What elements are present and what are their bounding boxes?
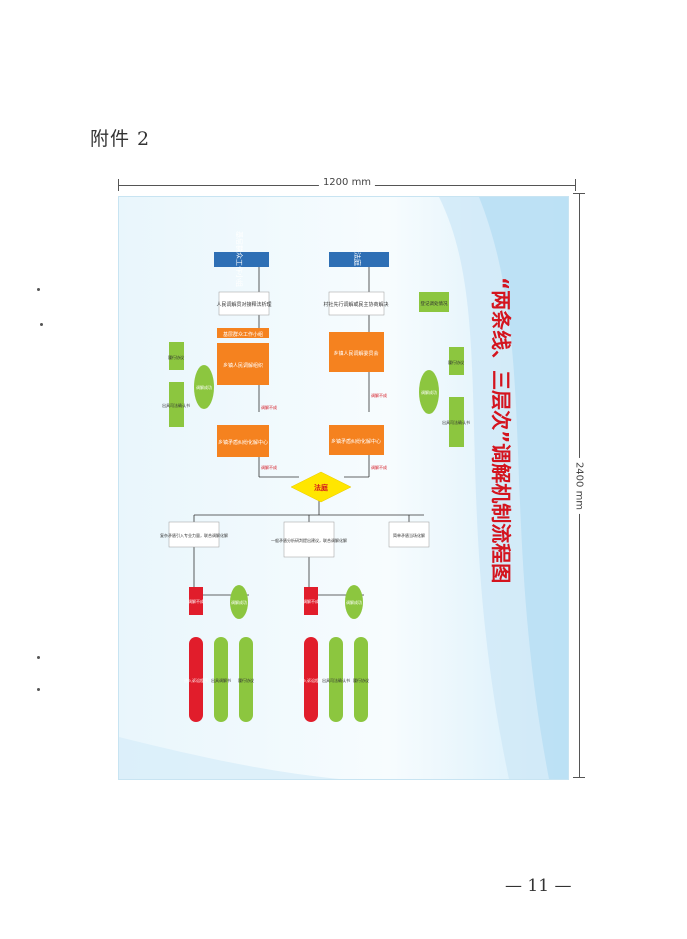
right-success-oval — [194, 365, 214, 409]
flowchart: 基层群众工作小组 法庭 人民调解员对接释法析理 村社先行调解或民主协商解决 登记… — [160, 231, 513, 722]
right-step2-box — [217, 328, 269, 338]
right-success-label: 调解成功 — [196, 384, 212, 390]
right-final-fail — [304, 587, 318, 615]
right-step4-box — [217, 425, 269, 457]
left-success-1 — [449, 347, 464, 375]
simple-outcome-box — [388, 521, 430, 548]
right-final-item-perform-label: 履行协议 — [353, 677, 369, 683]
left-final-item-court-label: 进入诉讼程序 — [184, 677, 208, 683]
right-final-fail-label: 调解不成 — [303, 598, 319, 604]
height-label: 2400 mm — [573, 457, 585, 514]
background-waves — [119, 197, 568, 779]
right-success-2-label: 出具司法确认书 — [162, 402, 190, 408]
right-success-2 — [169, 382, 184, 427]
right-final-success-label: 调解成功 — [346, 599, 362, 605]
left-entry-label: 基层群众工作小组 — [235, 231, 244, 287]
left-fail-label-1: 调解不成 — [371, 392, 387, 398]
right-final-item-court — [304, 637, 318, 722]
court-diamond — [290, 471, 352, 503]
left-side-note-box — [419, 292, 449, 312]
height-dimension: 2400 mm — [572, 193, 586, 778]
poster-title: “两条线、三层次”调解机制流程图 — [489, 277, 513, 583]
right-success-1-label: 履行协议 — [168, 354, 184, 360]
left-success-1-label: 履行协议 — [448, 359, 464, 365]
left-step3-box — [329, 425, 384, 455]
left-final-success-label: 调解成功 — [231, 599, 247, 605]
right-fail-label-1: 调解不成 — [261, 404, 277, 410]
left-entry-box — [214, 252, 269, 267]
right-step1-label: 人民调解员对接释法析理 — [216, 301, 271, 308]
complex-outcome-label: 复杂矛盾引入专业力量，联合调解化解 — [160, 532, 228, 538]
left-final-item-perform-label: 履行协议 — [238, 677, 254, 683]
right-fail-label-2: 调解不成 — [261, 464, 277, 470]
right-final-item-confirm — [329, 637, 343, 722]
right-success-1 — [169, 342, 184, 370]
width-label: 1200 mm — [318, 177, 376, 188]
simple-outcome-label: 简单矛盾当场化解 — [393, 532, 425, 538]
right-final-item-court-label: 进入诉讼程序 — [299, 677, 323, 683]
right-step4-label: 乡镇矛盾纠纷化解中心 — [218, 439, 268, 446]
left-final-item-doc — [214, 637, 228, 722]
general-outcome-box — [283, 521, 335, 558]
right-step3-label: 乡镇人民调解组织 — [223, 362, 263, 369]
left-final-fail — [189, 587, 203, 615]
general-outcome-label: 一般矛盾分析研判提出建议，联合调解化解 — [271, 537, 347, 543]
flowchart-poster: 基层群众工作小组 法庭 人民调解员对接释法析理 村社先行调解或民主协商解决 登记… — [118, 196, 569, 780]
right-step3-box — [217, 343, 269, 385]
right-entry-label: 法庭 — [353, 252, 362, 266]
attachment-label: 附件 2 — [90, 128, 151, 150]
left-step1-label: 村社先行调解或民主协商解决 — [323, 301, 388, 308]
left-final-item-doc-label: 出具调解书 — [211, 677, 231, 683]
complex-outcome-box — [168, 521, 220, 548]
left-success-2 — [449, 397, 464, 447]
left-step1-box — [328, 291, 385, 316]
left-final-item-perform — [239, 637, 253, 722]
page-number: — 11 — — [505, 876, 572, 896]
left-side-note-label: 登记调处情况 — [421, 300, 448, 307]
left-step2-label: 乡镇人民调解委员会 — [333, 350, 378, 357]
left-success-2-label: 出具司法确认书 — [442, 419, 470, 425]
left-final-fail-label: 调解不成 — [188, 598, 204, 604]
right-step2-label: 基层群众工作小组 — [223, 331, 263, 338]
right-final-success-oval — [345, 585, 363, 619]
right-final-item-confirm-label: 出具司法确认书 — [322, 677, 350, 683]
right-final-item-perform — [354, 637, 368, 722]
left-fail-label-2: 调解不成 — [371, 464, 387, 470]
right-entry-box — [329, 252, 389, 267]
left-final-item-court — [189, 637, 203, 722]
width-dimension: 1200 mm — [118, 177, 576, 192]
court-label: 法庭 — [314, 483, 329, 492]
left-final-success-oval — [230, 585, 248, 619]
right-step1-box — [218, 291, 270, 316]
left-step3-label: 乡镇矛盾纠纷化解中心 — [331, 438, 381, 445]
left-success-oval — [419, 370, 439, 414]
left-success-label: 调解成功 — [421, 389, 437, 395]
left-step2-box — [329, 332, 384, 372]
